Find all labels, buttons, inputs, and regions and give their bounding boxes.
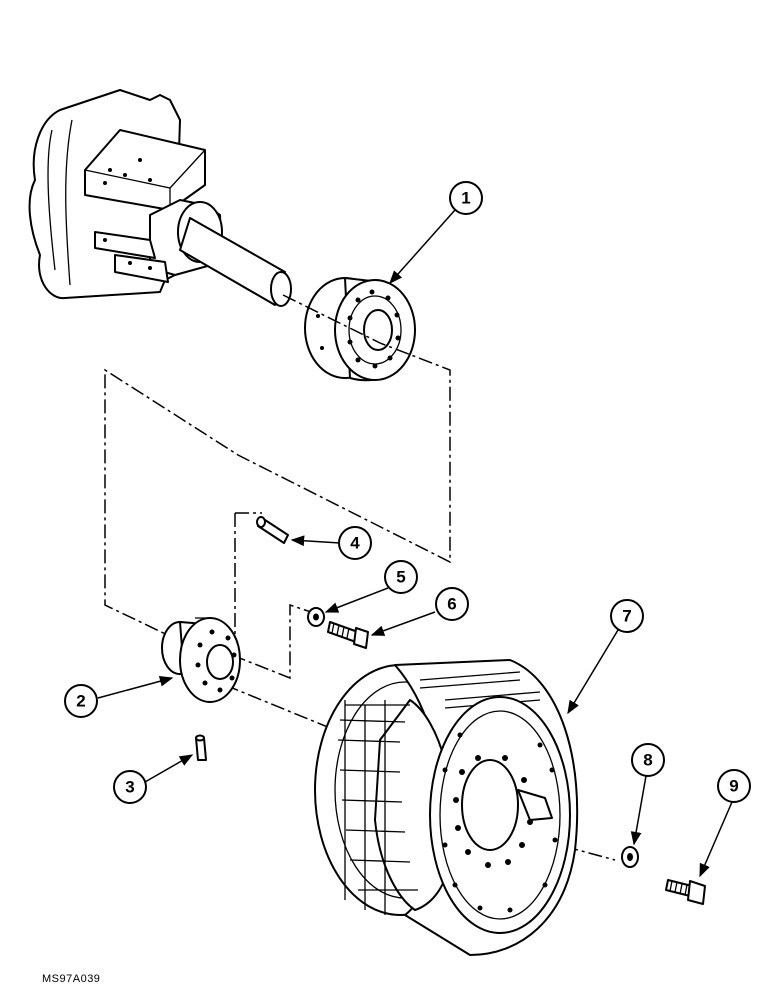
- callout-6: 6: [435, 587, 469, 621]
- callout-9: 9: [717, 769, 751, 803]
- callout-3-label: 3: [125, 778, 134, 797]
- hex-bolt-part: [665, 879, 706, 905]
- callout-3: 3: [113, 770, 147, 804]
- callout-4-label: 4: [350, 534, 360, 553]
- callout-7-label: 7: [622, 607, 631, 626]
- callout-2: 2: [64, 684, 98, 718]
- callout-2-label: 2: [76, 692, 85, 711]
- callout-5: 5: [384, 560, 418, 594]
- lock-washer-part: [307, 607, 325, 627]
- callout-4: 4: [338, 526, 372, 560]
- callout-9-label: 9: [729, 777, 738, 796]
- set-screw-part: [195, 734, 207, 761]
- output-shaft: [179, 217, 292, 307]
- drum-cage-part: [314, 659, 579, 956]
- roll-pin-part: [256, 516, 289, 544]
- drive-hub-part: [161, 617, 241, 703]
- callout-1-label: 1: [461, 189, 470, 208]
- cap-screw-part: [327, 621, 369, 649]
- flange-hub-part: [304, 277, 416, 382]
- gearbox-housing: [28, 89, 223, 300]
- callout-6-label: 6: [447, 595, 456, 614]
- figure-code: MS97A039: [42, 973, 101, 985]
- callout-8-label: 8: [643, 751, 652, 770]
- callout-5-label: 5: [396, 568, 405, 587]
- flat-washer-part: [621, 846, 639, 868]
- callout-leaders: [97, 209, 733, 878]
- callout-7: 7: [610, 599, 644, 633]
- callout-1: 1: [449, 181, 483, 215]
- callout-8: 8: [631, 743, 665, 777]
